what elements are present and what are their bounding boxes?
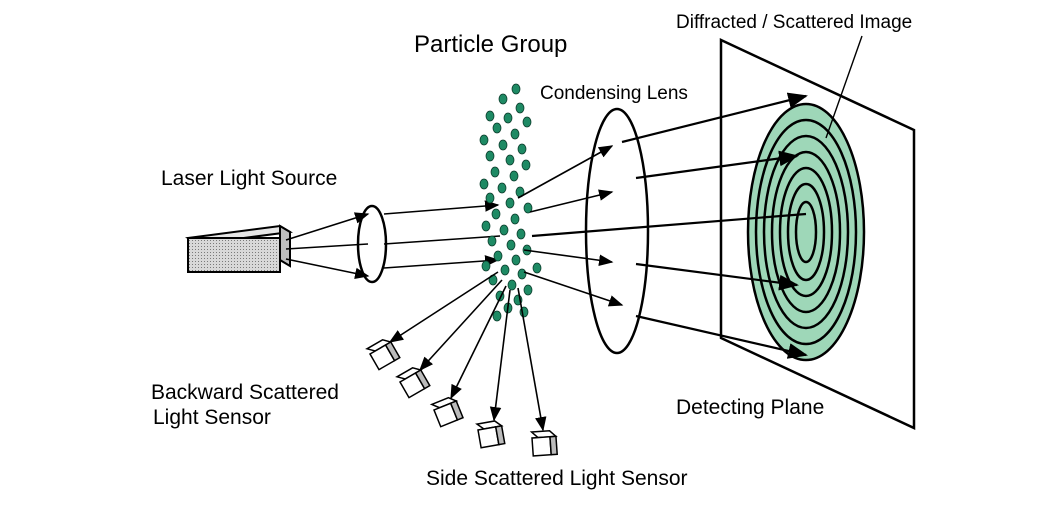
particle-dot: [506, 239, 516, 251]
ring-3: [762, 134, 850, 330]
particle-dot: [481, 260, 491, 272]
particle-dot: [492, 122, 502, 134]
particle-dot: [479, 178, 489, 190]
beam-lower: [285, 258, 370, 280]
ray-b: [529, 189, 614, 213]
particle-dot: [485, 192, 495, 204]
particle-dot: [492, 310, 502, 322]
particle-group-label: Particle Group: [414, 31, 567, 58]
particle-dot: [493, 250, 503, 262]
particle-dot: [516, 228, 526, 240]
ring-6: [786, 182, 826, 282]
particle-dot: [523, 202, 533, 214]
particle-dot: [515, 102, 525, 114]
diffracted-image-label: Diffracted / Scattered Image: [676, 12, 912, 33]
laser-front-face: [187, 237, 281, 273]
particle-dot: [509, 170, 519, 182]
particle-dot: [485, 150, 495, 162]
ring-outer: [746, 102, 866, 362]
particle-dot: [505, 154, 515, 166]
ray-plane-3: [531, 212, 807, 238]
particle-dot: [511, 254, 521, 266]
side-sensor-3: [529, 429, 558, 457]
collimated-lower: [383, 255, 500, 269]
particle-dot: [498, 93, 508, 105]
ray-plane-2: [635, 150, 799, 180]
particle-dot: [521, 159, 531, 171]
ray-d: [523, 271, 624, 307]
particle-dot: [481, 220, 491, 232]
diffracted-image-leader: [825, 35, 863, 139]
forward-rays-to-lens: [517, 145, 624, 307]
ring-inner: [794, 200, 818, 264]
ring-5: [778, 166, 834, 298]
side-sensor-label: Side Scattered Light Sensor: [426, 467, 688, 490]
particle-dot: [510, 213, 520, 225]
laser-source-label: Laser Light Source: [161, 167, 337, 190]
particle-dot: [532, 262, 542, 274]
particle-dot: [498, 139, 508, 151]
collimated-middle: [383, 235, 501, 245]
side-scatter-rays: [388, 271, 547, 432]
side-ray-1: [450, 285, 507, 400]
side-ray-2: [489, 289, 511, 422]
particle-dot: [523, 284, 533, 296]
particle-dot: [507, 279, 517, 291]
collimated-upper: [383, 200, 500, 215]
particle-dot: [487, 235, 497, 247]
particle-dot: [485, 110, 495, 122]
side-ray-3: [517, 287, 547, 432]
ray-plane-1: [621, 92, 808, 144]
particle-dot: [510, 128, 520, 140]
ray-plane-4: [635, 262, 799, 291]
ray-plane-5: [635, 314, 808, 359]
particle-dot: [497, 182, 507, 194]
backward-sensor-2: [395, 366, 431, 399]
particle-dot: [517, 268, 527, 280]
particle-dot: [505, 197, 515, 209]
side-sensor-1: [429, 396, 464, 428]
ray-c: [523, 249, 614, 266]
ray-a: [517, 145, 614, 199]
particle-dot: [511, 83, 521, 95]
particle-dot: [491, 208, 501, 220]
particle-dot: [499, 224, 509, 236]
side-sensor-2: [475, 420, 506, 449]
particle-dot: [500, 264, 510, 276]
backscatter-ray-2: [419, 279, 503, 372]
beam-upper: [285, 212, 370, 241]
particle-dot: [503, 112, 513, 124]
particle-dot: [479, 134, 489, 146]
backward-sensor-label-line2: Light Sensor: [153, 406, 271, 429]
condensing-lens-label: Condensing Lens: [540, 83, 688, 104]
particle-dot: [517, 143, 527, 155]
backward-sensor-1: [365, 338, 401, 371]
particle-dot: [490, 166, 500, 178]
detecting-plane-label: Detecting Plane: [676, 396, 824, 419]
particle-group: [479, 83, 542, 322]
collimated-beam: [383, 200, 501, 269]
backward-sensor-label-line1: Backward Scattered: [151, 381, 339, 404]
rays-to-plane: [531, 92, 808, 359]
laser-beam: [285, 212, 370, 280]
backscatter-ray-1: [388, 271, 499, 343]
diffraction-rings: [746, 102, 866, 362]
laser-source: [185, 224, 293, 273]
particle-dot: [522, 116, 532, 128]
ring-4: [770, 150, 842, 314]
beam-middle: [285, 243, 369, 250]
